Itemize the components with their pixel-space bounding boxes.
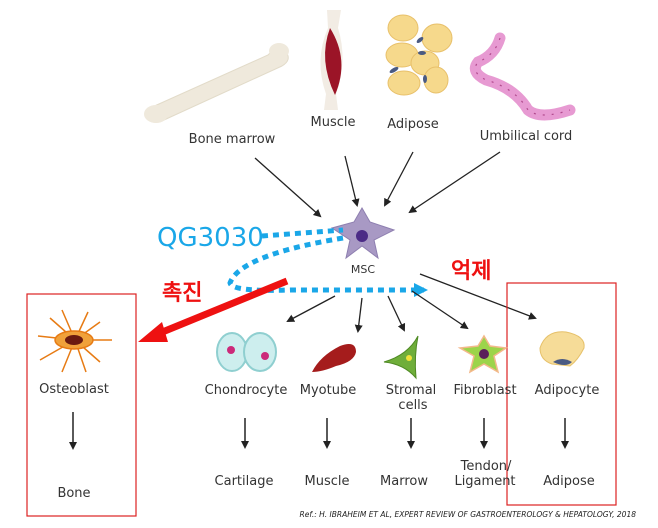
- msc-node: MSC: [330, 206, 396, 276]
- lineage-stromal: Stromal cells Marrow: [380, 335, 437, 489]
- adipocyte-icon: [539, 331, 585, 367]
- source-label: Adipose: [387, 117, 439, 132]
- reference-citation: Ref.: H. IBRAHEIM ET AL, EXPERT REVIEW O…: [300, 510, 637, 519]
- cell-label: Fibroblast: [453, 383, 516, 398]
- promote-label: 촉진: [162, 281, 202, 306]
- chondrocyte-icon: [216, 332, 277, 372]
- tissue-label: Muscle: [305, 474, 350, 489]
- tissue-label: Cartilage: [215, 474, 274, 489]
- fibroblast-icon: [457, 334, 509, 374]
- cell-label: Chondrocyte: [205, 383, 288, 398]
- drug-label: QG3030: [157, 223, 264, 253]
- umbilical-cord-icon: [469, 32, 576, 121]
- tissue-label-line2: Ligament: [454, 474, 515, 489]
- cell-label-line2: cells: [398, 398, 427, 413]
- cell-label: Myotube: [300, 383, 356, 398]
- source-muscle: Muscle: [311, 10, 356, 130]
- lineage-fibroblast: Fibroblast Tendon/ Ligament: [453, 334, 517, 489]
- tissue-label: Bone: [57, 486, 90, 501]
- tissue-label: Adipose: [543, 474, 595, 489]
- muscle-icon: [320, 10, 343, 110]
- msc-label: MSC: [351, 263, 375, 276]
- tissue-label: Marrow: [380, 474, 428, 489]
- lineage-osteoblast: Osteoblast Bone: [37, 309, 112, 501]
- cell-label: Adipocyte: [535, 383, 600, 398]
- drug-effect-paths: [227, 227, 428, 297]
- source-label: Umbilical cord: [480, 129, 573, 144]
- adipocyte-highlight-box: [506, 282, 617, 506]
- source-label: Muscle: [311, 115, 356, 130]
- suppress-label: 억제: [451, 259, 491, 284]
- lineage-adipocyte: Adipocyte Adipose: [535, 331, 600, 489]
- source-umbilical-cord: Umbilical cord: [469, 32, 576, 144]
- source-bone-marrow: Bone marrow: [144, 43, 289, 147]
- lineage-myotube: Myotube Muscle: [300, 344, 356, 489]
- myotube-icon: [312, 344, 356, 372]
- source-adipose: Adipose: [385, 14, 453, 132]
- cell-label: Osteoblast: [39, 382, 109, 397]
- fat-cells-icon: [385, 14, 453, 96]
- cell-label: Stromal: [386, 383, 437, 398]
- femur-bone-icon: [144, 43, 289, 123]
- osteoblast-highlight-box: [26, 293, 137, 517]
- source-arrows: [254, 151, 501, 218]
- stromal-cell-icon: [383, 335, 419, 380]
- tissue-label: Tendon/: [460, 459, 512, 474]
- lineage-arrows: [286, 273, 537, 333]
- source-label: Bone marrow: [189, 132, 276, 147]
- lineage-chondrocyte: Chondrocyte Cartilage: [205, 332, 288, 489]
- promote-arrow: [138, 277, 289, 342]
- osteoblast-icon: [37, 309, 112, 373]
